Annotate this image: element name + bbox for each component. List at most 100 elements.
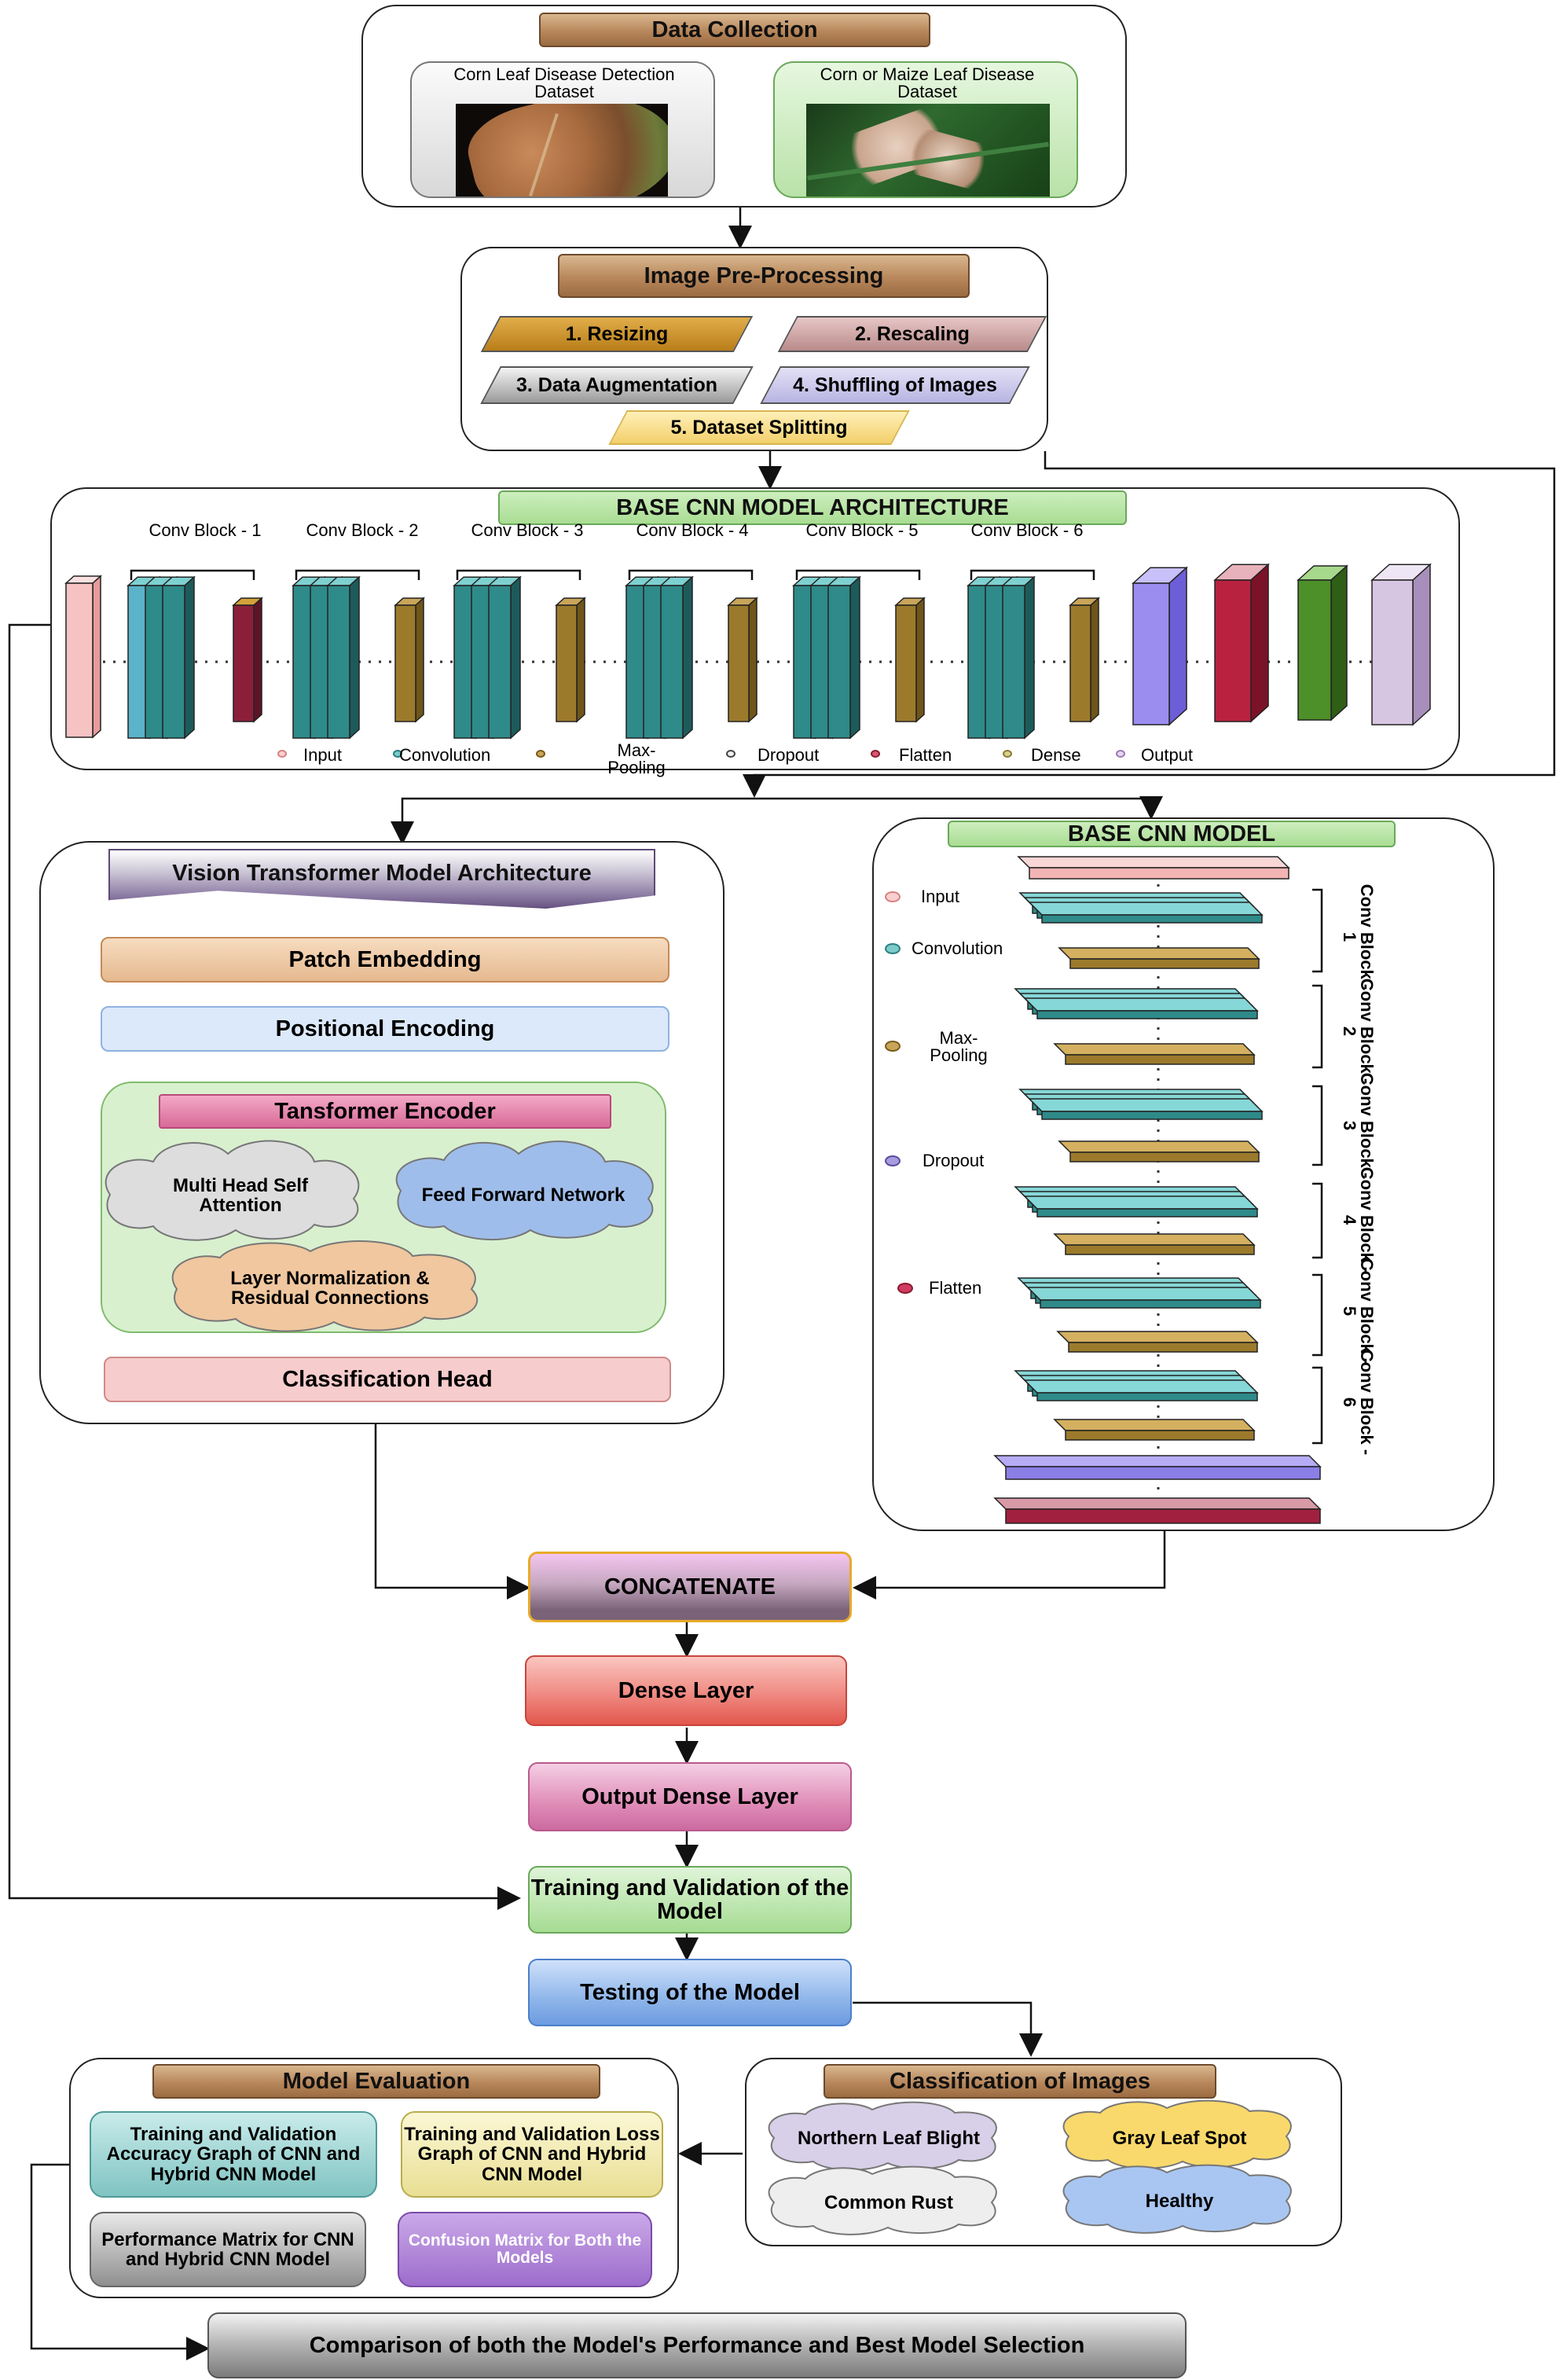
bc-legend-flatten-dot xyxy=(897,1283,913,1294)
step-rescaling: 2. Rescaling xyxy=(787,316,1037,352)
arch-legend-dense-dot xyxy=(1003,750,1012,758)
arch-legend-flatten-dot xyxy=(871,750,880,758)
arch-output-layer xyxy=(1370,563,1432,726)
bc-bracket-4 xyxy=(1312,1182,1323,1259)
arch-legend-dropout-dot xyxy=(726,750,735,758)
dataset1-label: Corn Leaf Disease Detection Dataset xyxy=(453,64,675,101)
arch-pool-6 xyxy=(1069,597,1100,723)
bc-pool-6 xyxy=(1053,1419,1256,1441)
arch-bracket-4 xyxy=(628,569,754,580)
arch-conv-1-3 xyxy=(161,575,196,740)
transformer-encoder-title: Tansformer Encoder xyxy=(159,1094,611,1129)
arch-legend-dense: Dense xyxy=(1031,745,1081,765)
bc-legend-dropout-dot xyxy=(885,1155,901,1166)
dataset-card-2: Corn or Maize Leaf Disease Dataset xyxy=(773,61,1078,198)
arch-bracket-3 xyxy=(456,569,581,580)
arch-block-label-1: Conv Block - 1 xyxy=(149,520,262,540)
arch-legend-dropout: Dropout xyxy=(757,745,820,765)
patch-embedding: Patch Embedding xyxy=(101,937,669,982)
bc-conv-4-3 xyxy=(1023,1196,1259,1218)
bc-pool-1 xyxy=(1058,947,1260,969)
arch-block-label-6: Conv Block - 6 xyxy=(970,520,1084,540)
step-resizing: .p1::before{background:linear-gradient(#… xyxy=(490,316,743,352)
preprocessing-title: Image Pre-Processing xyxy=(558,254,970,298)
arch-conv-5-3 xyxy=(827,575,861,740)
positional-encoding: Positional Encoding xyxy=(101,1006,669,1052)
arch-bracket-6 xyxy=(970,569,1095,580)
bc-conv-5-3 xyxy=(1026,1287,1262,1309)
bc-bracket-3 xyxy=(1312,1085,1323,1166)
arch-dropout-layer xyxy=(1132,566,1188,726)
arch-block-label-2: Conv Block - 2 xyxy=(306,520,419,540)
dense-layer-box: Dense Layer xyxy=(525,1655,847,1726)
class-common-rust: Common Rust xyxy=(824,2192,953,2214)
multi-head-attention: Multi Head Self Attention xyxy=(172,1174,309,1216)
comparison-box: Comparison of both the Model's Performan… xyxy=(207,2312,1187,2378)
arch-bracket-5 xyxy=(795,569,921,580)
dataset-card-1: Corn Leaf Disease Detection Dataset xyxy=(410,61,715,198)
bc-legend-pool: Max-Pooling xyxy=(930,1028,988,1065)
bc-bracket-2 xyxy=(1312,984,1323,1069)
bc-legend-conv: Convolution xyxy=(912,938,1003,958)
bc-input-layer xyxy=(1017,856,1290,880)
corn-leaf-image-1 xyxy=(456,104,668,196)
class-gray-leaf-spot: Gray Leaf Spot xyxy=(1112,2128,1247,2150)
bc-pool-5 xyxy=(1056,1331,1259,1353)
arch-pool-5 xyxy=(894,597,926,723)
cnn-architecture-title: BASE CNN MODEL ARCHITECTURE xyxy=(498,490,1127,525)
arch-legend-output: Output xyxy=(1141,745,1194,765)
testing-box: Testing of the Model xyxy=(528,1959,852,2026)
training-validation-box: Training and Validation of the Model xyxy=(528,1866,852,1934)
bc-legend-pool-dot xyxy=(885,1041,901,1052)
bc-pool-4 xyxy=(1053,1233,1256,1255)
bc-pool-3 xyxy=(1058,1140,1260,1162)
bc-pool-2 xyxy=(1053,1043,1256,1065)
arch-flatten-layer xyxy=(1213,563,1270,723)
bc-dropout-layer xyxy=(993,1455,1322,1480)
output-dense-layer-box: Output Dense Layer xyxy=(528,1762,852,1831)
dataset2-label: Corn or Maize Leaf Disease Dataset xyxy=(820,64,1035,101)
arch-conv-6-3 xyxy=(1001,575,1036,740)
bc-legend-input-dot xyxy=(885,891,901,902)
concatenate-box: CONCATENATE xyxy=(528,1552,852,1622)
arch-legend-input-dot xyxy=(277,750,287,758)
bc-conv-6-3 xyxy=(1023,1379,1259,1401)
arch-conv-2-3 xyxy=(326,575,361,740)
loss-graph-box: Training and Validation Loss Graph of CN… xyxy=(401,2111,663,2198)
class-healthy: Healthy xyxy=(1145,2191,1214,2213)
arch-legend-pool-dot xyxy=(536,750,545,758)
arch-legend-output-dot xyxy=(1116,750,1125,758)
arch-block-label-5: Conv Block - 5 xyxy=(805,520,919,540)
performance-matrix-box: Performance Matrix for CNN and Hybrid CN… xyxy=(90,2212,366,2287)
bc-flatten-layer xyxy=(993,1497,1322,1524)
arch-bracket-1 xyxy=(130,569,255,580)
bc-bracket-1 xyxy=(1312,888,1323,973)
bc-conv-1-3 xyxy=(1028,902,1264,924)
bc-bracket-5 xyxy=(1312,1273,1323,1357)
vit-title: Vision Transformer Model Architecture xyxy=(172,860,592,886)
base-cnn-panel xyxy=(872,817,1495,1531)
bc-bracket-6 xyxy=(1312,1366,1323,1445)
feed-forward-network: Feed Forward Network xyxy=(421,1184,625,1207)
arch-block-label-3: Conv Block - 3 xyxy=(471,520,584,540)
class-northern-leaf-blight: Northern Leaf Blight xyxy=(798,2128,980,2150)
arch-legend-conv: Convolution xyxy=(399,745,491,765)
confusion-matrix-box: Confusion Matrix for Both the Models xyxy=(398,2212,652,2287)
bc-conv-3-3 xyxy=(1028,1098,1264,1120)
classification-head: Classification Head xyxy=(104,1357,671,1402)
arch-legend-flatten: Flatten xyxy=(899,745,952,765)
arch-dense-layer xyxy=(1297,564,1348,722)
bc-legend-dropout: Dropout xyxy=(923,1151,985,1170)
step-splitting: 5. Dataset Splitting xyxy=(618,410,901,445)
arch-pool-4 xyxy=(727,597,758,723)
classification-title: Classification of Images xyxy=(824,2064,1216,2099)
step-augmentation: 3. Data Augmentation xyxy=(490,366,743,404)
arch-pool-2 xyxy=(394,597,425,723)
arch-input-layer xyxy=(64,575,102,739)
arch-legend-pool: Max-Pooling xyxy=(607,740,666,777)
